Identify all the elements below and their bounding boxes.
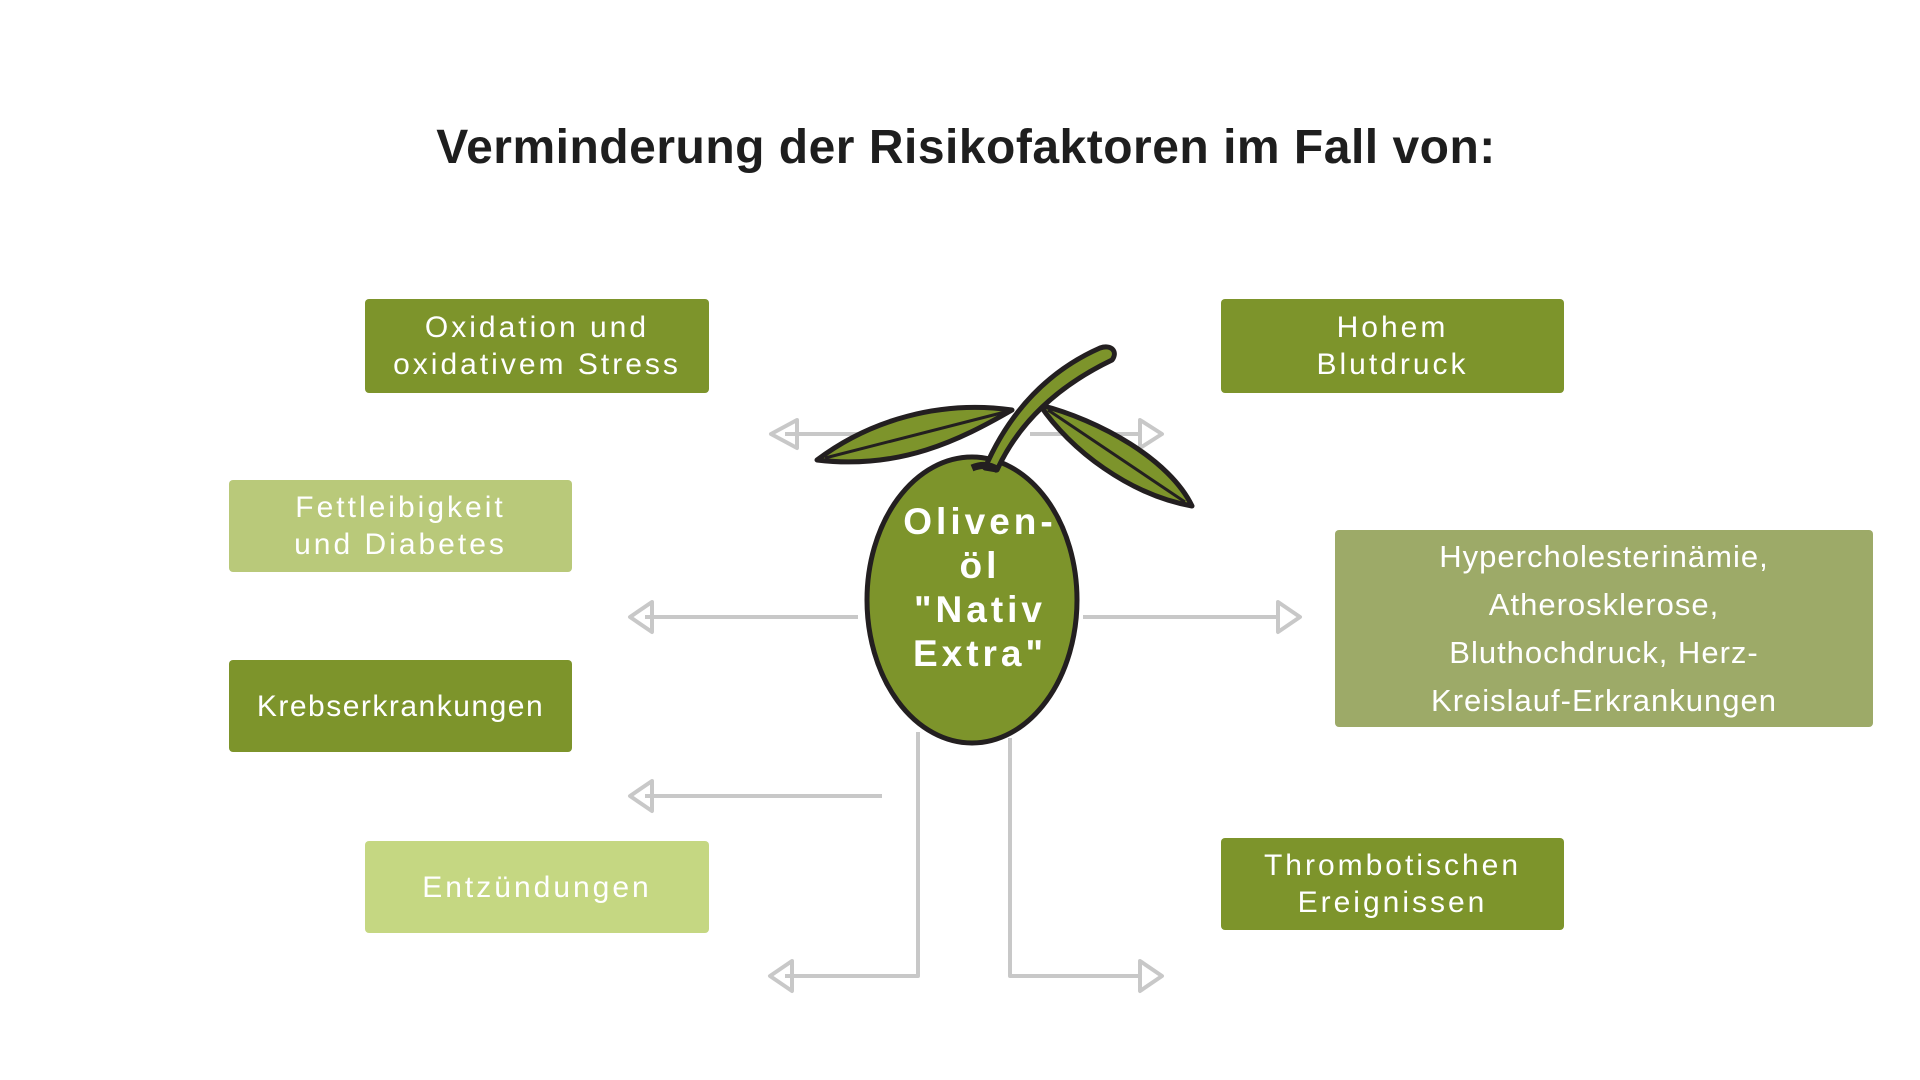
arrow-entzuendungen: [768, 732, 920, 993]
arrow-hypercholesterin: [1083, 600, 1302, 634]
arrow-fettleibigkeit: [628, 600, 858, 634]
box-hypercholesterin: Hypercholesterinämie, Atherosklerose, Bl…: [1335, 530, 1873, 727]
box-oxidation: Oxidation und oxidativem Stress: [365, 299, 709, 393]
olive-icon: [814, 344, 1195, 746]
arrow-thrombotisch: [1008, 738, 1164, 993]
box-blutdruck: Hohem Blutdruck: [1221, 299, 1564, 393]
box-entzuendungen: Entzündungen: [365, 841, 709, 933]
arrow-krebs: [628, 779, 882, 813]
stem-icon: [982, 344, 1117, 473]
box-thrombotisch: Thrombotischen Ereignissen: [1221, 838, 1564, 930]
olive-oil-label: Oliven- öl "Nativ Extra": [903, 501, 1057, 674]
olive-body-icon: [864, 454, 1080, 746]
page-title: Verminderung der Risikofaktoren im Fall …: [436, 121, 1496, 174]
box-krebs: Krebserkrankungen: [229, 660, 572, 752]
arrow-oxidation: [769, 418, 862, 450]
box-fettleibigkeit: Fettleibigkeit und Diabetes: [229, 480, 572, 572]
